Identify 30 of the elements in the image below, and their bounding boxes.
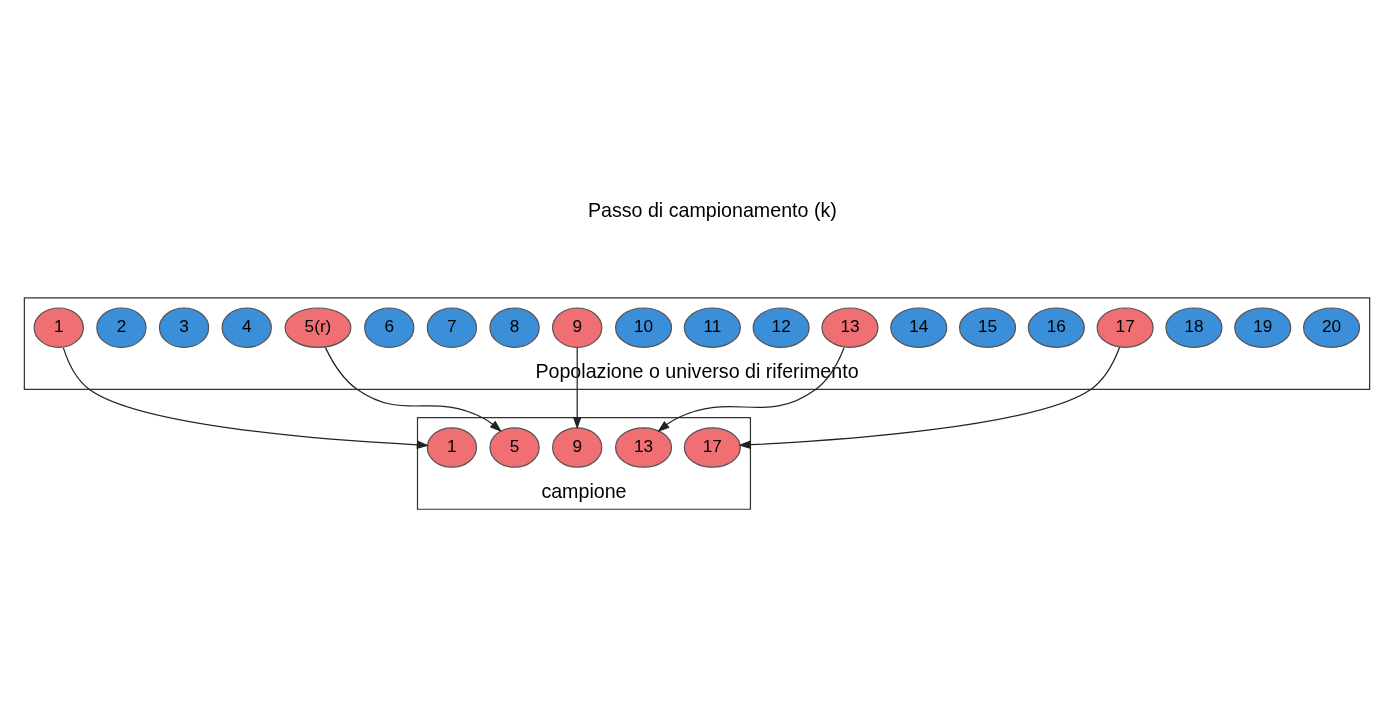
label: Passo di campionamento (k) [587, 198, 837, 221]
arrow [62, 347, 430, 450]
node-ellipse: 17 [683, 427, 741, 468]
node-ellipse: 5 [489, 427, 540, 468]
node-ellipse: 5(r) [284, 307, 352, 348]
node-ellipse: 15 [958, 307, 1017, 348]
node-ellipse: 6 [364, 307, 415, 348]
arrow [572, 347, 582, 430]
node-ellipse: 18 [1165, 307, 1223, 348]
node-ellipse: 11 [683, 307, 741, 348]
node-ellipse: 17 [1096, 307, 1154, 348]
node-ellipse: 13 [821, 307, 879, 348]
arrow [324, 347, 502, 433]
node-ellipse: 9 [552, 307, 603, 348]
node-ellipse: 1 [33, 307, 84, 348]
node-ellipse: 16 [1027, 307, 1085, 348]
node-ellipse: 1 [426, 427, 478, 468]
node-ellipse: 12 [752, 307, 810, 348]
node-ellipse: 14 [890, 307, 948, 348]
node-ellipse: 9 [552, 427, 603, 468]
node-ellipse: 13 [615, 427, 673, 468]
node-ellipse: 8 [489, 307, 540, 348]
node-ellipse: 20 [1302, 307, 1361, 348]
node-ellipse: 10 [615, 307, 673, 348]
node-ellipse: 19 [1234, 307, 1292, 348]
node-ellipse: 3 [158, 307, 210, 348]
node-ellipse: 7 [426, 307, 478, 348]
node-ellipse: 2 [96, 307, 147, 348]
arrow [738, 346, 1121, 450]
node-ellipse: 4 [221, 307, 272, 348]
